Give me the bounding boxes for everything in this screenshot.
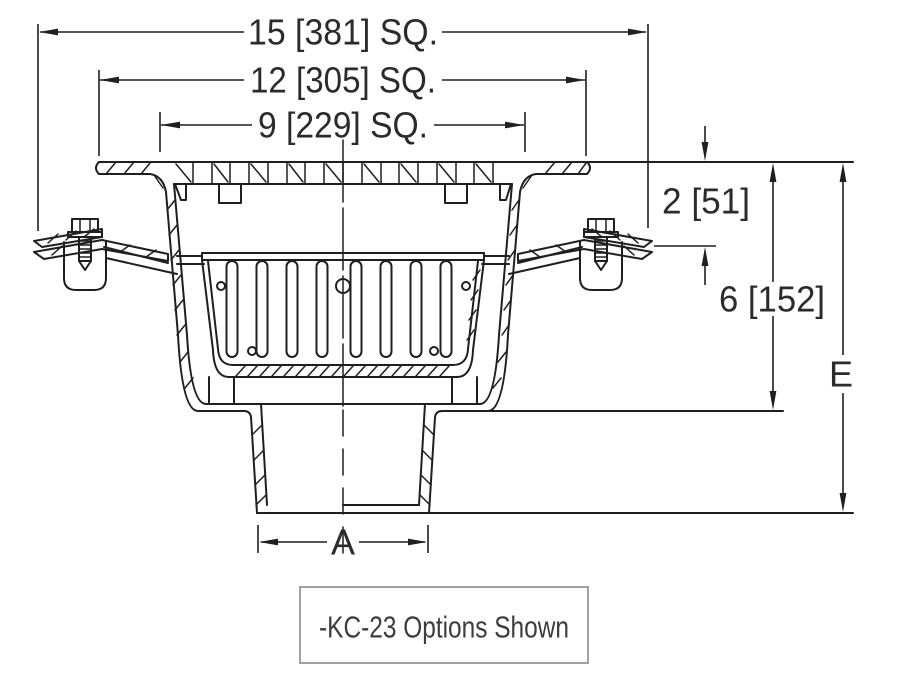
bolt-tip [78, 260, 92, 271]
right-outer-wall [487, 191, 521, 412]
reference-lines [98, 161, 854, 514]
arrowhead [39, 28, 58, 36]
right-inner-wall [479, 183, 513, 405]
arrowhead [701, 142, 709, 161]
dim-e-label: E [829, 354, 853, 395]
sediment-bucket [201, 252, 485, 405]
bucket-seat-ledges [176, 255, 510, 265]
right-lug [444, 183, 468, 204]
dim-9-sq-label: 9 [229] SQ. [258, 105, 428, 146]
right-slant-lug [499, 183, 512, 201]
arrowhead [100, 76, 119, 84]
clamp-strut [517, 246, 583, 264]
arrowhead [566, 76, 585, 84]
left-lip-end [95, 161, 100, 175]
left-outer-wall [165, 191, 199, 412]
arrowhead [769, 391, 777, 410]
dimension-9-square: 9 [229] SQ. [159, 105, 526, 152]
arrowhead [701, 247, 709, 266]
caption-label: -KC-23 Options Shown [319, 610, 569, 645]
dim-a-label: A [331, 522, 355, 563]
caption-border [299, 586, 589, 664]
left-lug [218, 183, 242, 204]
arrowhead [505, 121, 524, 129]
bucket-inner-shell [207, 260, 479, 366]
bucket-outer-shell [201, 259, 485, 378]
pipe-wall-hatching [251, 424, 435, 506]
clamp-diagonal [105, 257, 178, 275]
grate-seat-lugs [174, 183, 512, 204]
clamp-plate-lower [33, 239, 169, 262]
dim-2-label: 2 [51] [662, 181, 750, 222]
pipe-inner-right [418, 403, 426, 506]
grate-rib-dividers [192, 161, 494, 185]
left-membrane-clamp [33, 218, 178, 291]
pipe-outer-right [428, 410, 443, 514]
arrowhead [161, 121, 180, 129]
left-rim-corner [149, 173, 167, 193]
dimension-15-square: 15 [381] SQ. [37, 12, 649, 231]
arrowhead [628, 28, 647, 36]
clamp-bolt [583, 218, 619, 271]
bucket-holes [216, 278, 471, 356]
bucket-feet [208, 376, 478, 405]
right-membrane-clamp [508, 218, 653, 291]
grate-section [173, 161, 513, 204]
clamp-strut [103, 246, 169, 264]
arrowhead [259, 538, 278, 546]
bolt-tip [594, 260, 608, 271]
dim-12-sq-label: 12 [305] SQ. [250, 60, 436, 101]
dimension-6-depth: 6 [152] [719, 163, 825, 410]
arrowhead [839, 493, 847, 512]
pipe-inner-left [260, 403, 268, 506]
left-inner-wall [173, 183, 207, 405]
arrowhead [408, 538, 427, 546]
dimension-12-square: 12 [305] SQ. [98, 60, 587, 156]
clamp-collar [579, 241, 623, 291]
dim-6-label: 6 [152] [719, 279, 825, 320]
dimension-2-depth: 2 [51] [654, 126, 750, 285]
rim-hatching [105, 161, 587, 189]
arrowhead [839, 163, 847, 182]
wall-hatching [166, 199, 520, 389]
right-lip-end [586, 161, 591, 175]
clamp-diagonal [508, 257, 581, 275]
dimension-a-outlet: A [257, 522, 429, 563]
drain-body-walls [165, 183, 521, 412]
right-rim-corner [519, 173, 537, 193]
bucket-bottom-hatching [235, 269, 481, 377]
left-slant-lug [174, 183, 187, 201]
arrowhead [769, 163, 777, 182]
clamp-collar [63, 241, 107, 291]
clamp-plate-lower [517, 239, 653, 262]
pipe-outer-left [243, 410, 258, 514]
dim-15-sq-label: 15 [381] SQ. [248, 12, 438, 53]
dimension-e-height: E [829, 163, 853, 512]
drain-rim [95, 161, 591, 193]
outlet-pipe [243, 403, 443, 514]
grate-rib-hatching [175, 163, 492, 183]
clamp-bolt [67, 218, 103, 271]
bucket-slots [225, 260, 453, 358]
caption-box: -KC-23 Options Shown [299, 586, 589, 664]
